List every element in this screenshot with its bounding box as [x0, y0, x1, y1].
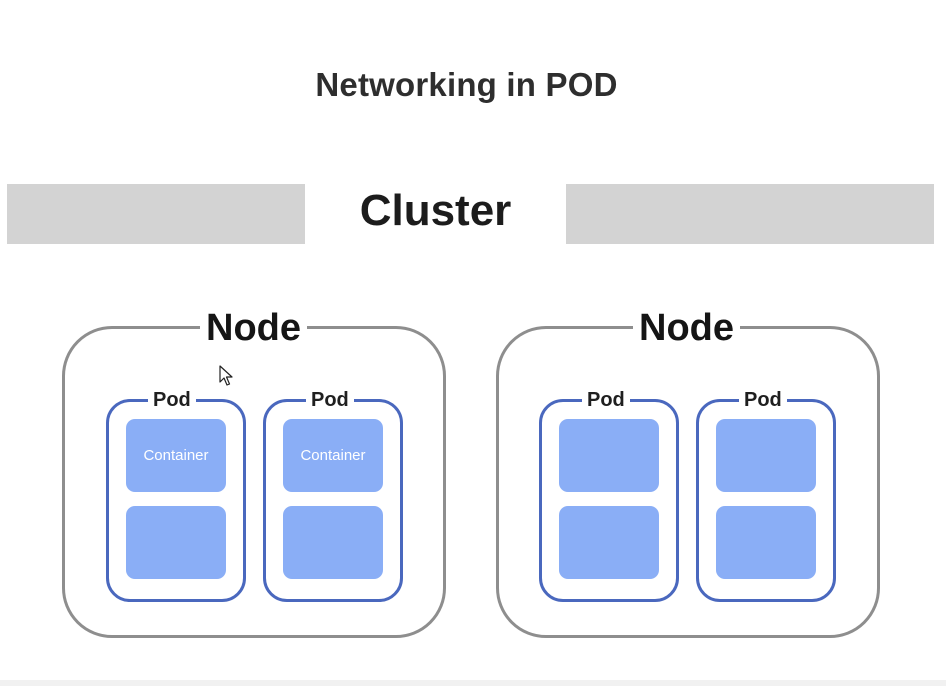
node-label-2: Node: [633, 306, 740, 350]
slide-title: Networking in POD: [315, 66, 618, 103]
pod-box-2-1: [539, 399, 679, 602]
container-2-2-1: [716, 419, 816, 492]
container-2-1-2: [559, 506, 659, 579]
container-1-1-1: Container: [126, 419, 226, 492]
bottom-divider: [0, 680, 946, 686]
pod-label-1-2: Pod: [306, 388, 354, 412]
container-label: Container: [143, 447, 209, 464]
pod-box-1-1: Container: [106, 399, 246, 602]
container-1-1-2: [126, 506, 226, 579]
pod-label-2-1: Pod: [582, 388, 630, 412]
container-label: Container: [300, 447, 366, 464]
mouse-pointer-icon: [219, 365, 233, 386]
pod-label-1-1: Pod: [148, 388, 196, 412]
container-1-2-2: [283, 506, 383, 579]
node-label-1: Node: [200, 306, 307, 350]
cluster-label: Cluster: [359, 186, 512, 235]
cluster-bar-right: [566, 184, 934, 244]
pod-label-2-2: Pod: [739, 388, 787, 412]
pod-box-1-2: Container: [263, 399, 403, 602]
container-2-1-1: [559, 419, 659, 492]
container-2-2-2: [716, 506, 816, 579]
cluster-bar-left: [7, 184, 305, 244]
container-1-2-1: Container: [283, 419, 383, 492]
pod-box-2-2: [696, 399, 836, 602]
